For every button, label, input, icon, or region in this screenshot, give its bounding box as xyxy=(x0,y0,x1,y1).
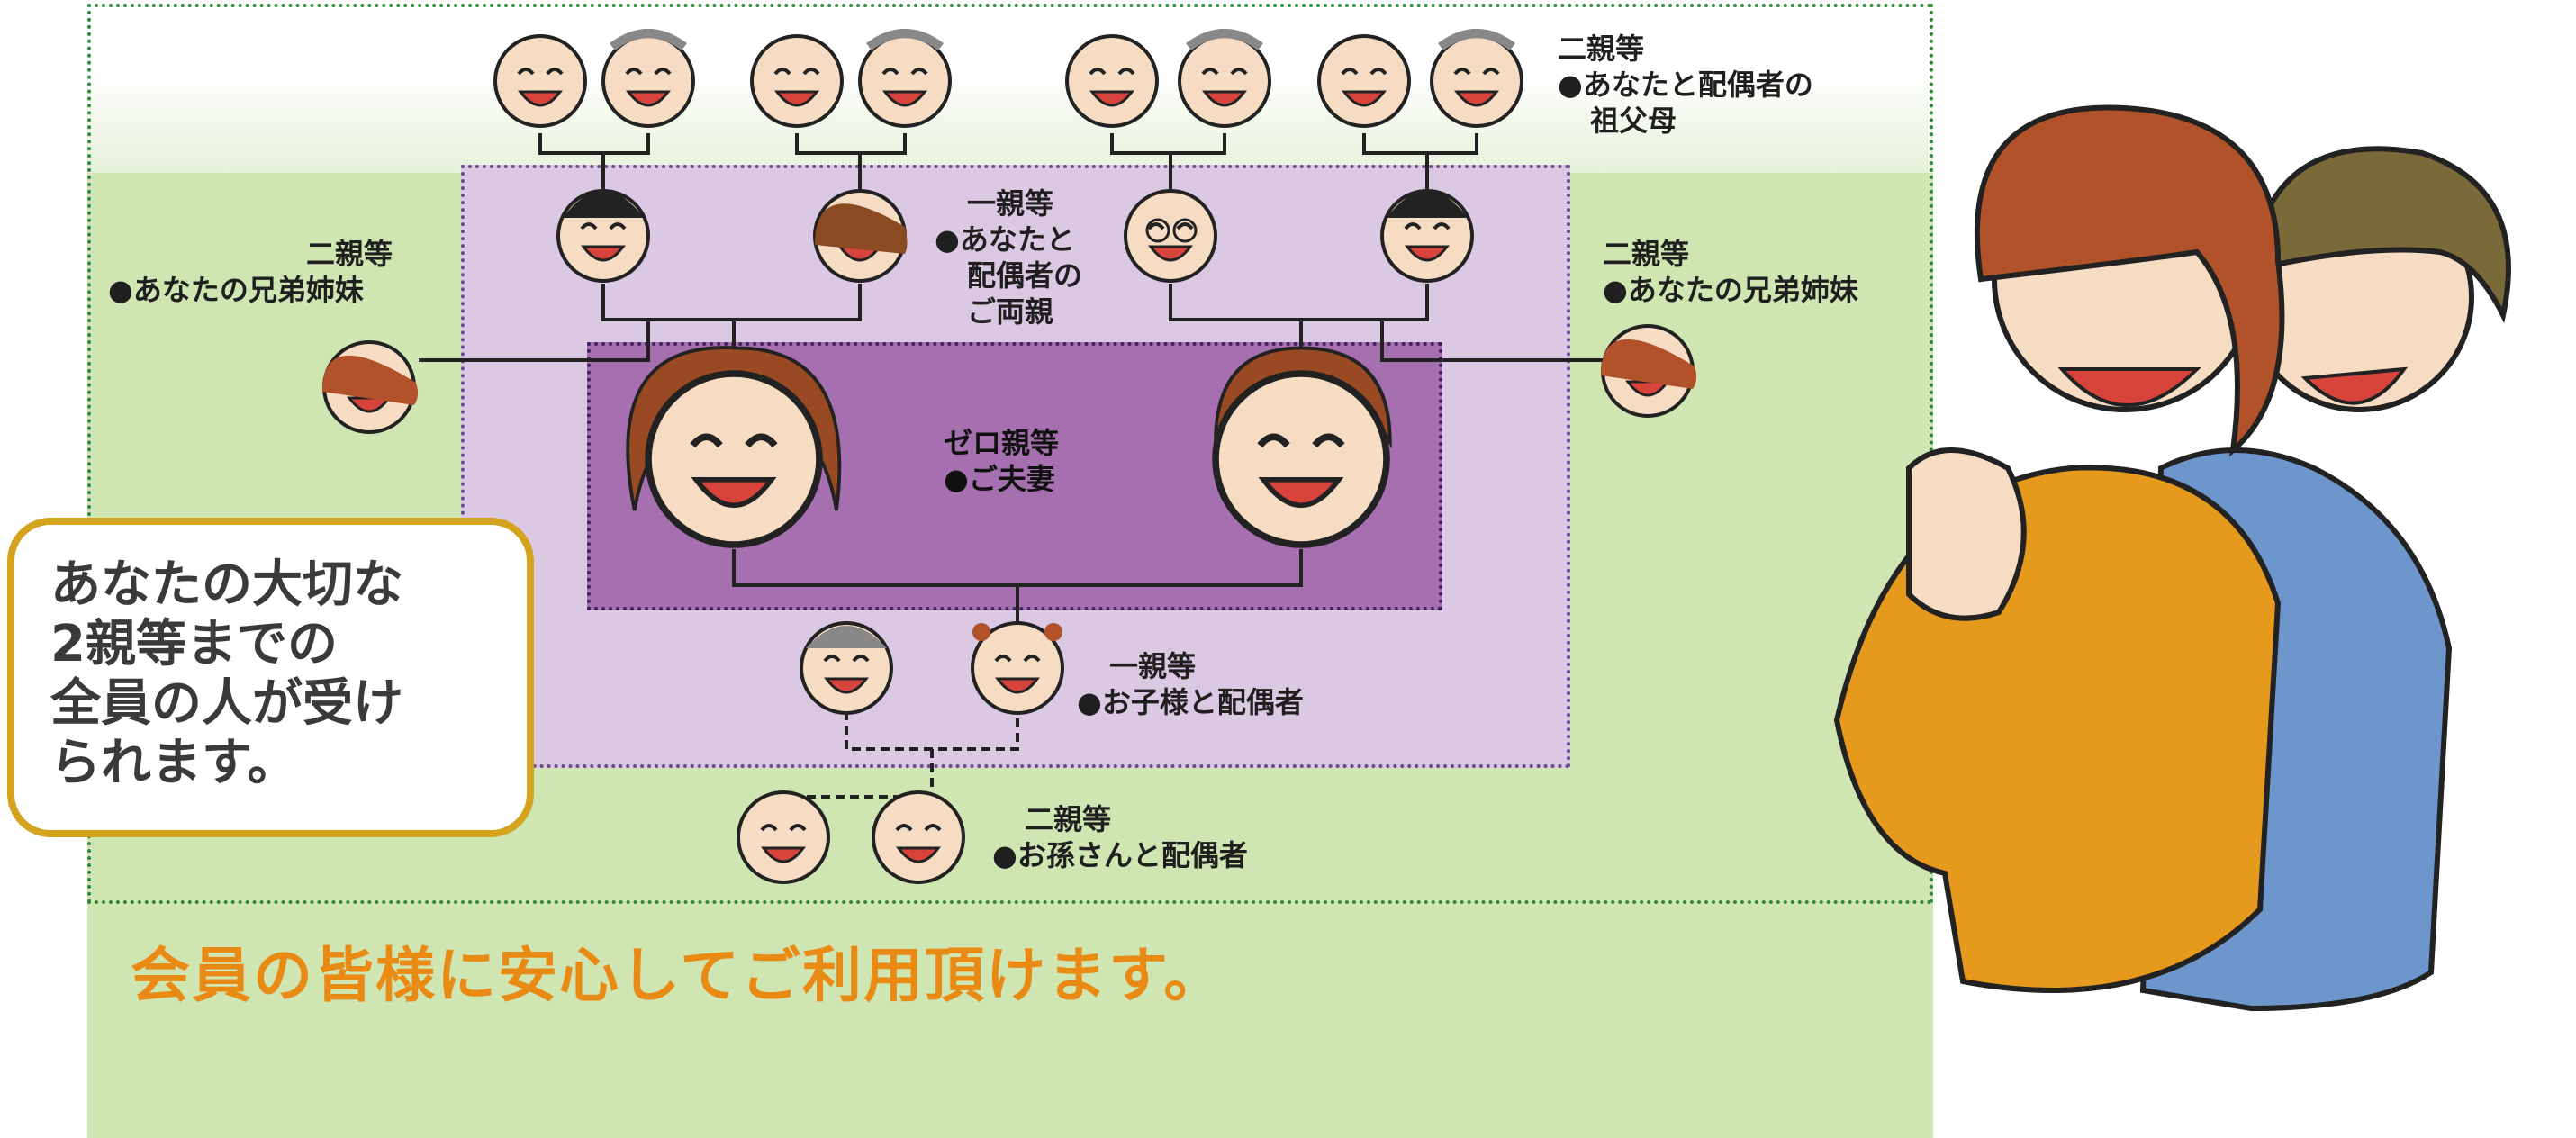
tree-connectors xyxy=(419,133,1603,799)
coverage-callout: あなたの大切な 2親等までの 全員の人が受け られます。 xyxy=(7,518,534,837)
parents-desc-1: ●あなたと xyxy=(935,222,1075,257)
grandparents-label: 二親等 ●あなたと配偶者の 祖父母 xyxy=(1558,31,1813,139)
couple-label: ゼロ親等 ●ご夫妻 xyxy=(944,425,1059,497)
siblings-right-desc: ●あなたの兄弟姉妹 xyxy=(1603,273,1858,307)
children-label: 一親等 ●お子様と配偶者 xyxy=(1077,648,1304,720)
couple-degree: ゼロ親等 xyxy=(944,426,1060,460)
grandparent-faces xyxy=(493,29,1523,128)
wife-face-icon xyxy=(626,346,842,545)
siblings-left-degree: 二親等 xyxy=(306,237,393,271)
sibling-face-icon xyxy=(1601,324,1697,418)
grandfather-face-icon xyxy=(1317,34,1411,128)
mother-face-icon xyxy=(1380,189,1474,283)
callout-line-3: 全員の人が受け xyxy=(50,674,403,733)
grandchildren-degree: 二親等 xyxy=(1025,802,1112,836)
parents-desc-3: ご両親 xyxy=(967,294,1054,329)
sibling-face-icon xyxy=(322,340,419,434)
grandchild-face-icon xyxy=(872,790,965,884)
couple-desc: ●ご夫妻 xyxy=(944,462,1055,496)
grandchildren-desc: ●お孫さんと配偶者 xyxy=(992,838,1248,872)
parents-degree: 一親等 xyxy=(967,186,1054,221)
father-face-icon xyxy=(1124,189,1217,283)
grandmother-face-icon xyxy=(1178,29,1271,128)
siblings-right-label: 二親等 ●あなたの兄弟姉妹 xyxy=(1603,236,1858,308)
mother-face-icon xyxy=(813,189,908,283)
slogan-text: 会員の皆様に安心してご利用頂けます。 xyxy=(131,941,1225,1010)
grandfather-face-icon xyxy=(750,34,844,128)
husband-face-icon xyxy=(1216,346,1392,546)
grandmother-face-icon xyxy=(1430,29,1523,128)
siblings-left-label: 二親等 ●あなたの兄弟姉妹 xyxy=(108,236,393,308)
grandparents-desc-1: ●あなたと配偶者の xyxy=(1558,68,1813,102)
happy-couple-illustration xyxy=(1833,104,2511,1012)
child-face-icon xyxy=(800,621,893,715)
children-desc: ●お子様と配偶者 xyxy=(1077,685,1304,719)
background-fade xyxy=(87,72,1933,173)
parents-desc-2: 配偶者の xyxy=(967,258,1083,293)
child-face-icon xyxy=(971,621,1064,715)
grandfather-face-icon xyxy=(1065,34,1159,128)
grandfather-face-icon xyxy=(493,34,587,128)
grandmother-face-icon xyxy=(858,29,952,128)
parent-faces xyxy=(556,189,1474,283)
grandchild-face-icon xyxy=(737,790,830,884)
grandchildren-label: 二親等 ●お孫さんと配偶者 xyxy=(992,801,1248,873)
grandparents-desc-2: 祖父母 xyxy=(1590,104,1677,138)
siblings-right-degree: 二親等 xyxy=(1603,237,1690,271)
callout-line-4: られます。 xyxy=(50,734,298,792)
callout-line-1: あなたの大切な xyxy=(50,555,403,614)
callout-line-2: 2親等までの xyxy=(50,615,338,673)
parents-label: 一親等 ●あなたと 配偶者の ご両親 xyxy=(935,185,1082,330)
father-face-icon xyxy=(556,189,650,283)
siblings-left-desc: ●あなたの兄弟姉妹 xyxy=(108,273,364,307)
grandparents-degree: 二親等 xyxy=(1558,32,1645,66)
grandmother-face-icon xyxy=(601,29,695,128)
children-degree: 一親等 xyxy=(1109,649,1197,683)
